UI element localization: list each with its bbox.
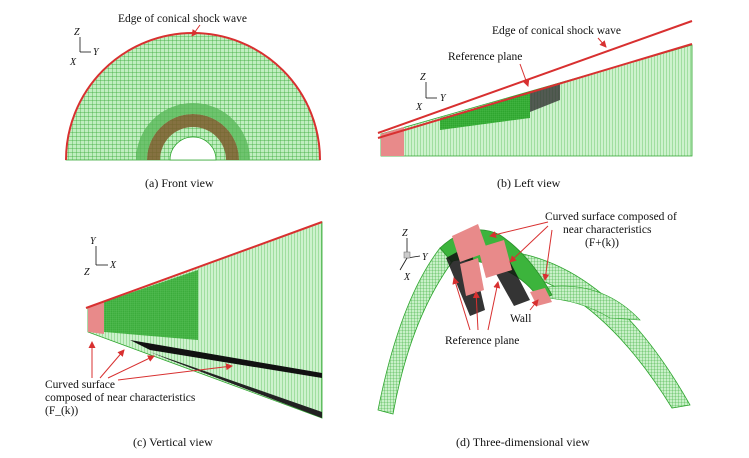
panel-c-vertical-view: Curved surface composed of near characte… [45, 221, 323, 449]
panel-d-annotation-plane: Reference plane [445, 335, 519, 347]
panel-b-shock-upper [377, 20, 693, 134]
panel-c-leaders [88, 341, 233, 381]
panel-d-axis-z: Z [402, 228, 408, 239]
panel-b-axes-icon: Z Y X [415, 72, 447, 113]
panel-c-axis-y: Y [90, 236, 97, 247]
panel-c-dark-band-lower [150, 352, 322, 418]
panel-c-caption: (c) Vertical view [133, 435, 213, 449]
panel-a-axis-y: Y [93, 47, 100, 58]
panel-d-annotation-wall: Wall [510, 313, 531, 325]
panel-c-annotation-line2: composed of near characteristics [45, 392, 196, 404]
panel-d-right-sheet [539, 285, 641, 321]
panel-d-reference-plane-2 [478, 240, 512, 278]
panel-a-inner-band [147, 114, 239, 160]
panel-b-annotation-shock: Edge of conical shock wave [492, 25, 621, 37]
panel-d-axis-x: X [403, 272, 411, 283]
panel-a-caption: (a) Front view [145, 176, 214, 190]
panel-c-shock-edge [85, 221, 323, 309]
panel-c-axis-x: X [109, 260, 117, 271]
panel-a-front-view: Edge of conical shock wave Z Y X (a) Fro… [65, 13, 321, 190]
panel-a-axis-x: X [69, 57, 77, 68]
panel-a-hole [169, 136, 217, 161]
panel-c-reference-plane [88, 302, 104, 334]
panel-a-axes-icon: Z Y X [69, 27, 100, 68]
panel-b-annotation-plane: Reference plane [448, 51, 522, 63]
panel-c-annotation-line3: (F_(k)) [45, 405, 78, 417]
panel-d-caption: (d) Three-dimensional view [456, 435, 590, 449]
panel-d-annotation-line3: (F+(k)) [585, 237, 619, 249]
panel-b-axis-x: X [415, 102, 423, 113]
panel-c-dense-block [104, 270, 198, 340]
panel-b-dense-band [440, 93, 530, 130]
panel-b-leader-shock [597, 37, 607, 48]
panel-b-leader-plane [519, 63, 530, 87]
panel-d-reference-plane-3 [460, 258, 484, 296]
panel-b-axis-y: Y [440, 93, 447, 104]
panel-c-axes-icon: Y X Z [84, 236, 117, 278]
panel-b-caption: (b) Left view [497, 176, 561, 190]
panel-d-left-wing [377, 247, 453, 415]
panel-d-leader-wall [529, 299, 539, 311]
panel-d-3d-view: Curved surface composed of near characte… [377, 211, 691, 449]
panel-d-axes-icon: Z Y X [399, 228, 429, 283]
panel-a-leader-arrow [191, 24, 201, 37]
panel-c-dark-band [130, 340, 322, 378]
panel-d-reference-plane-1 [452, 224, 488, 262]
panel-b-shock-lower [377, 43, 693, 139]
panel-b-axis-z: Z [420, 72, 426, 83]
panel-a-inner-ring [136, 103, 250, 160]
panel-c-axis-z: Z [84, 267, 90, 278]
panel-d-annotation-line1: Curved surface composed of [545, 211, 677, 223]
panel-b-left-view: Edge of conical shock wave Reference pla… [377, 20, 693, 190]
panel-a-annotation: Edge of conical shock wave [118, 13, 247, 25]
panel-d-leaders-top [489, 221, 553, 281]
panel-d-annotation-line2: near characteristics [563, 224, 652, 236]
panel-c-annotation-line1: Curved surface [45, 379, 115, 391]
panel-d-leaders-ref [452, 277, 501, 331]
panel-d-axis-y: Y [422, 252, 429, 263]
panel-a-axis-z: Z [74, 27, 80, 38]
panel-b-reference-plane [381, 127, 404, 156]
